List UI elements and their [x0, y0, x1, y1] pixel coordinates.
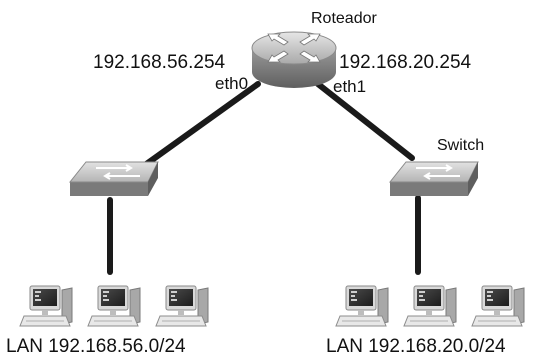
computer-icon — [155, 285, 209, 327]
computer-icon — [403, 285, 457, 327]
computer-icon — [471, 285, 525, 327]
switch-right-icon — [388, 161, 479, 196]
computer-icon — [87, 285, 141, 327]
computer-icon — [19, 285, 73, 327]
link-router-switch-right — [315, 81, 415, 161]
lan-left-hosts — [19, 285, 209, 327]
lan-left-label: LAN 192.168.56.0/24 — [6, 336, 186, 357]
lan-right-label: LAN 192.168.20.0/24 — [326, 336, 506, 357]
switch-label: Switch — [437, 137, 485, 154]
router-label: Roteador — [311, 10, 377, 27]
router-icon — [251, 31, 337, 88]
lan-right-hosts — [335, 285, 525, 327]
router-ip-right: 192.168.20.254 — [339, 52, 472, 73]
switch-left-icon — [68, 161, 159, 196]
router-iface-left: eth0 — [215, 74, 249, 93]
computer-icon — [335, 285, 389, 327]
link-router-switch-left — [142, 81, 261, 168]
router-ip-left: 192.168.56.254 — [93, 52, 226, 73]
router-iface-right: eth1 — [333, 77, 367, 96]
